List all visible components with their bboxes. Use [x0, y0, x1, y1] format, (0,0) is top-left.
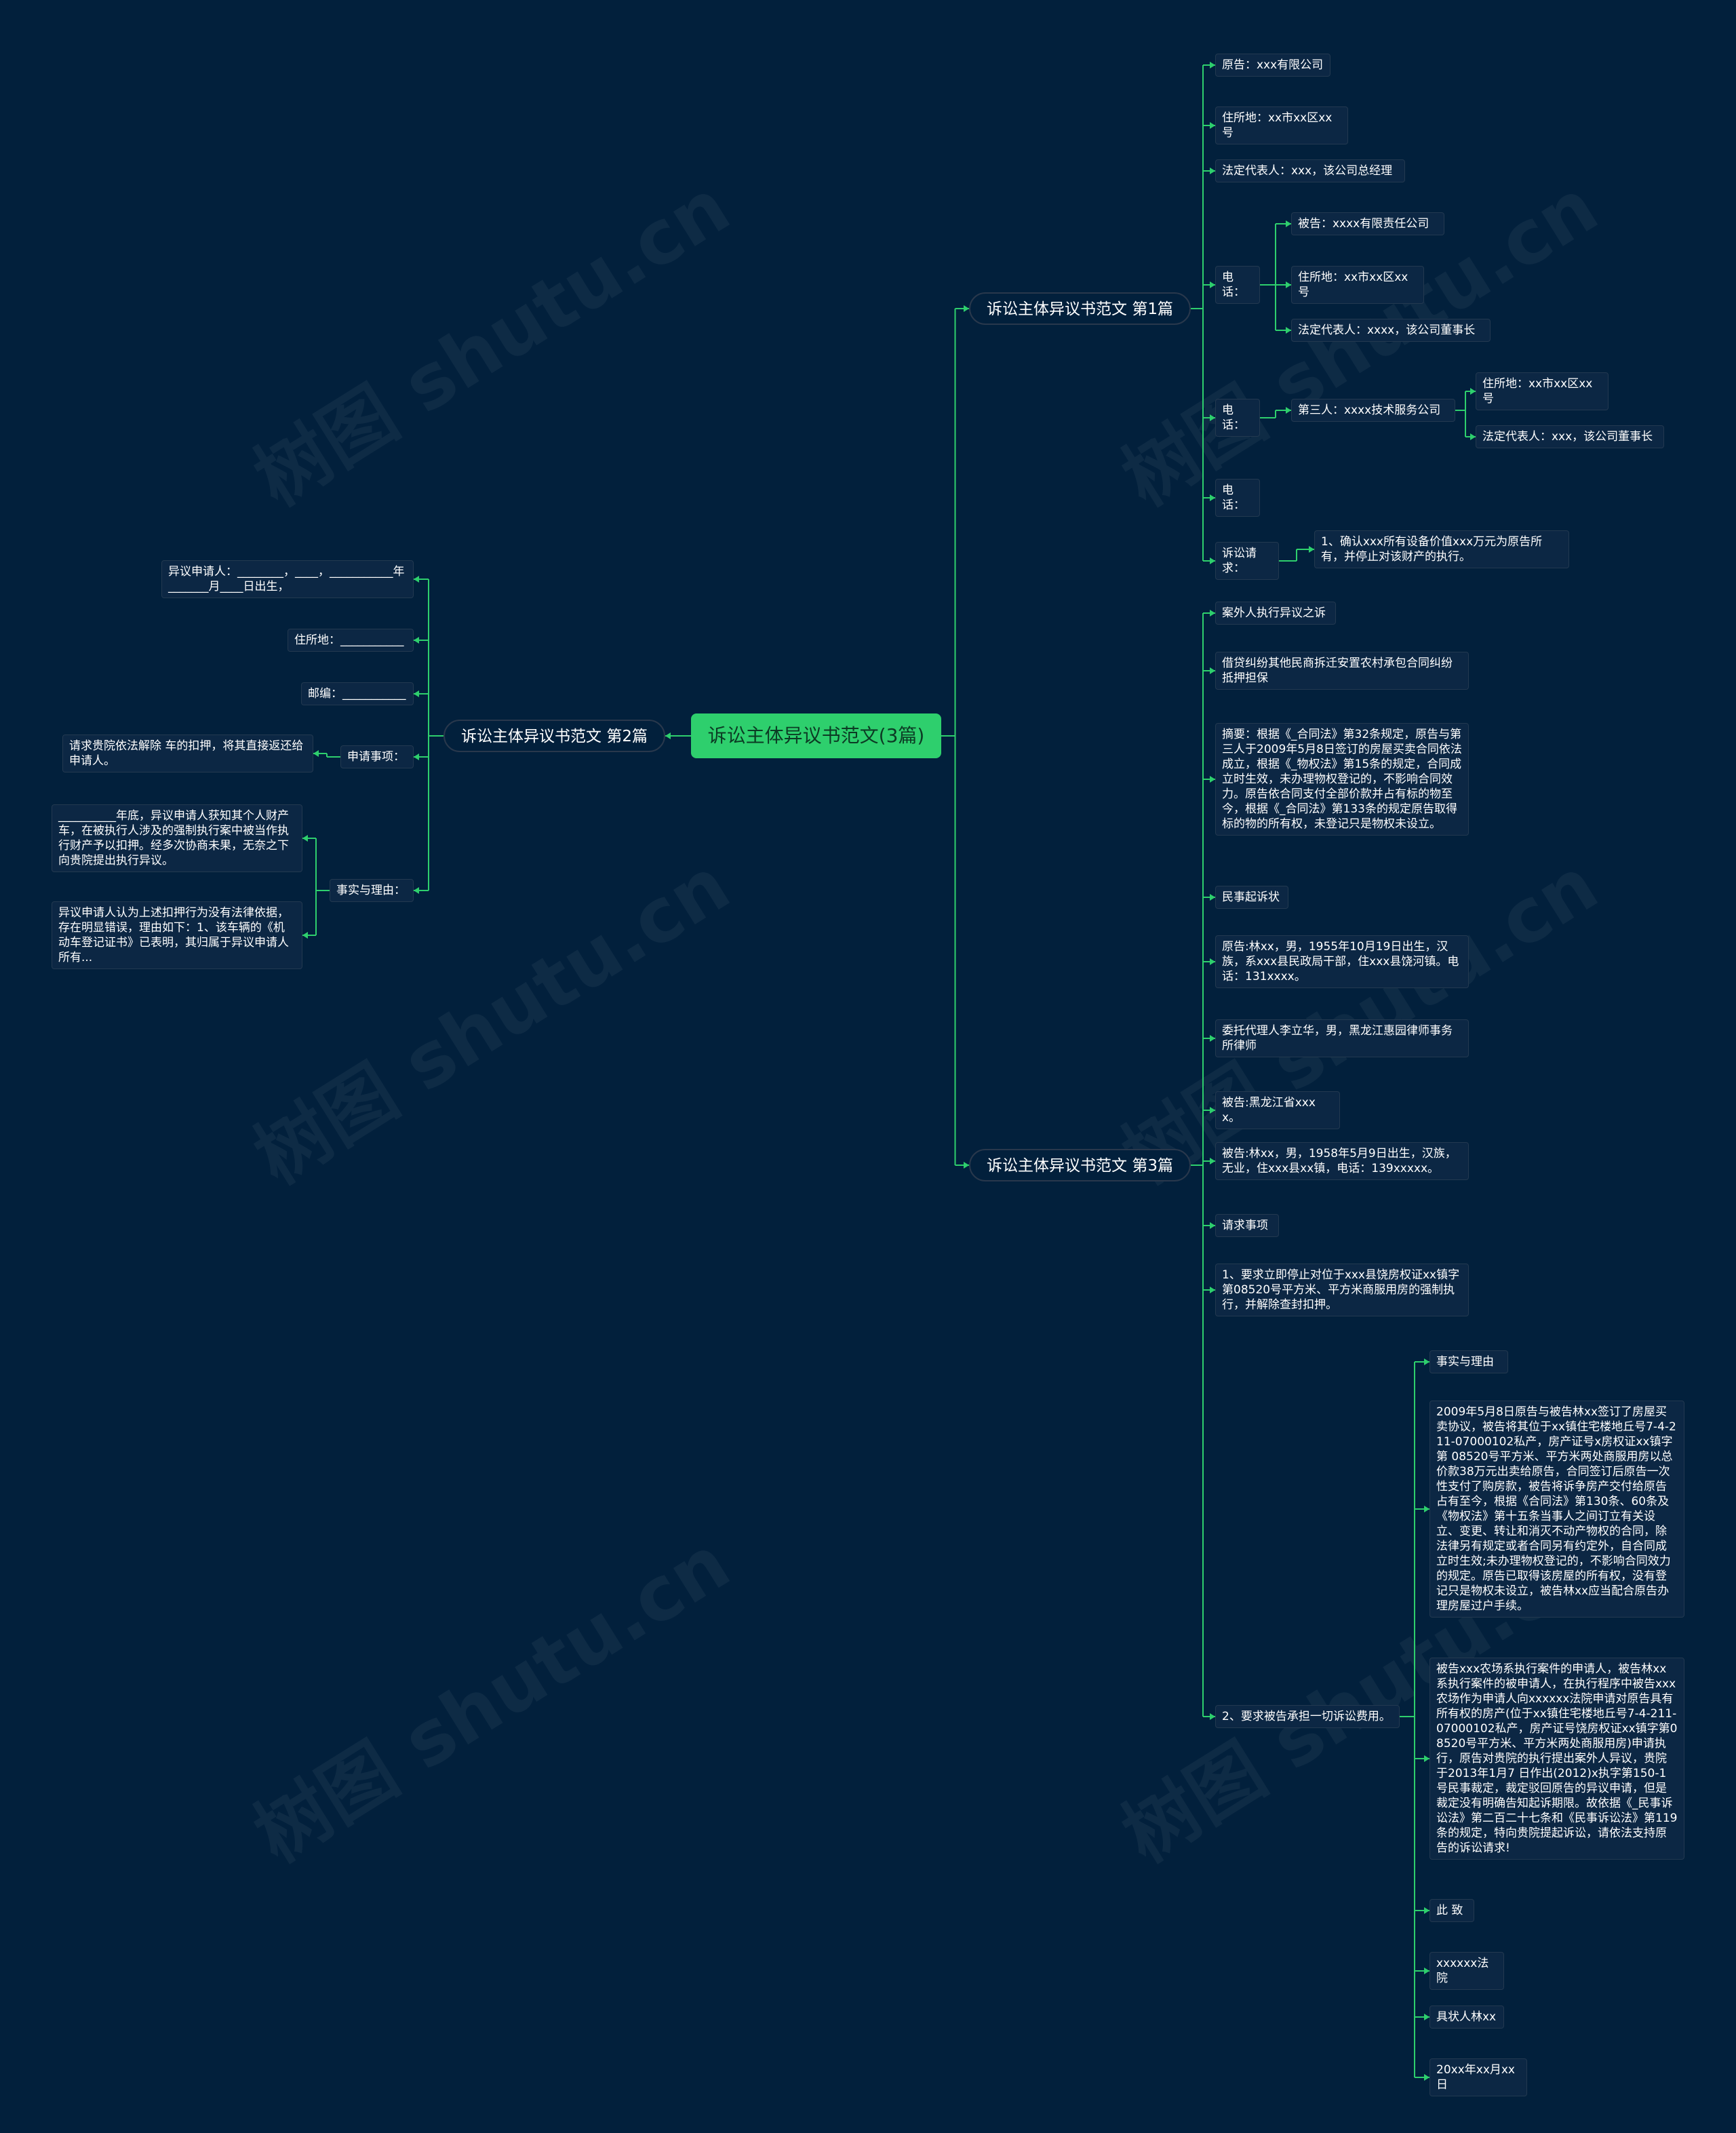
connector-arrow — [1424, 1755, 1429, 1762]
connector-arrow — [1210, 1287, 1215, 1293]
b1-phone-2[interactable]: 电话： — [1215, 399, 1260, 437]
b3-sub-item[interactable]: 2009年5月8日原告与被告林xx签订了房屋买卖协议，被告将其位于xx镇住宅楼地… — [1429, 1401, 1684, 1618]
b3-item[interactable]: 案外人执行异议之诉 — [1215, 602, 1336, 625]
connector-arrow — [1210, 958, 1215, 965]
connector-arrow — [964, 1162, 969, 1169]
b2-facts-detail-2[interactable]: 异议申请人认为上述扣押行为没有法律依据，存在明显错误，理由如下：1、该车辆的《机… — [52, 901, 302, 969]
connector-arrow — [1424, 2074, 1429, 2081]
connector-arrow — [1210, 1158, 1215, 1165]
connector-arrow — [1424, 1907, 1429, 1914]
b1-defendant-legal-rep[interactable]: 法定代表人：xxxx，该公司董事长 — [1291, 319, 1491, 342]
b3-sub-item[interactable]: 被告xxx农场系执行案件的申请人，被告林xx系执行案件的被申请人，在执行程序中被… — [1429, 1658, 1684, 1860]
b1-legal-rep[interactable]: 法定代表人：xxx，该公司总经理 — [1215, 159, 1405, 182]
connector-arrow — [1424, 1968, 1429, 1974]
b3-sub-item[interactable]: 具状人林xx — [1429, 2005, 1504, 2029]
connector-arrow — [313, 750, 319, 757]
connector-arrow — [1210, 610, 1215, 617]
b3-item[interactable]: 委托代理人李立华，男，黑龙江惠园律师事务所律师 — [1215, 1019, 1469, 1057]
b2-request[interactable]: 申请事项： — [340, 745, 414, 768]
connector-arrow — [1424, 1506, 1429, 1512]
connector-arrow — [1210, 168, 1215, 174]
b3-item[interactable]: 被告:黑龙江省xxxx。 — [1215, 1091, 1340, 1129]
connector-arrow — [1210, 1035, 1215, 1042]
connector-arrow — [1424, 1358, 1429, 1365]
connector-arrow — [1210, 667, 1215, 674]
connector-arrow — [414, 637, 419, 644]
connector-arrow — [1210, 1713, 1215, 1720]
b2-address[interactable]: 住所地：___________ — [288, 629, 414, 652]
branch-2-topic[interactable]: 诉讼主体异议书范文 第2篇 — [443, 720, 665, 752]
b3-item[interactable]: 被告:林xx，男，1958年5月9日出生，汉族，无业，住xxx县xx镇，电话：1… — [1215, 1142, 1469, 1180]
b3-item[interactable]: 1、要求立即停止对位于xxx县饶房权证xx镇字第08520号平方米、平方米商服用… — [1215, 1264, 1469, 1316]
connector-arrow — [1210, 557, 1215, 564]
connector-arrow — [1424, 2014, 1429, 2020]
b2-applicant[interactable]: 异议申请人：________，____，___________年_______月… — [161, 560, 414, 598]
connector-arrow — [1470, 388, 1476, 395]
b2-facts[interactable]: 事实与理由： — [330, 879, 414, 902]
b3-sub-item[interactable]: 20xx年xx月xx日 — [1429, 2058, 1527, 2096]
b3-item[interactable]: 2、要求被告承担一切诉讼费用。 — [1215, 1705, 1400, 1728]
b1-phone-3[interactable]: 电话： — [1215, 479, 1260, 517]
connector-arrow — [665, 732, 671, 739]
b3-sub-item[interactable]: 事实与理由 — [1429, 1350, 1508, 1373]
b1-defendant[interactable]: 被告：xxxx有限责任公司 — [1291, 212, 1444, 235]
connector-arrow — [1210, 1222, 1215, 1229]
connector-arrow — [1286, 407, 1291, 414]
b1-defendant-address[interactable]: 住所地：xx市xx区xx号 — [1291, 266, 1424, 304]
connector-arrow — [1210, 122, 1215, 129]
connector-arrow — [414, 576, 419, 583]
b1-third-party-legal-rep[interactable]: 法定代表人：xxx，该公司董事长 — [1476, 425, 1664, 448]
connector-arrow — [1309, 546, 1314, 553]
branch-1-topic[interactable]: 诉讼主体异议书范文 第1篇 — [969, 292, 1191, 325]
b3-item[interactable]: 民事起诉状 — [1215, 886, 1288, 909]
b1-third-party-address[interactable]: 住所地：xx市xx区xx号 — [1476, 372, 1609, 410]
connector-arrow — [414, 690, 419, 697]
connector-arrow — [1210, 894, 1215, 901]
connector-arrow — [1210, 281, 1215, 288]
b3-item[interactable]: 摘要：根据《_合同法》第32条规定，原告与第三人于2009年5月8日签订的房屋买… — [1215, 723, 1469, 836]
connector-arrow — [1286, 220, 1291, 227]
connector-arrow — [1210, 62, 1215, 69]
connector-arrow — [302, 932, 308, 939]
connector-arrow — [1286, 327, 1291, 334]
b3-item[interactable]: 借贷纠纷其他民商拆迁安置农村承包合同纠纷抵押担保 — [1215, 652, 1469, 690]
branch-3-topic[interactable]: 诉讼主体异议书范文 第3篇 — [969, 1149, 1191, 1181]
connector-arrow — [302, 835, 308, 842]
b3-item[interactable]: 请求事项 — [1215, 1214, 1279, 1237]
connector-arrow — [414, 754, 419, 760]
b3-sub-item[interactable]: xxxxxx法院 — [1429, 1952, 1504, 1990]
connector-arrow — [1210, 494, 1215, 501]
b3-item[interactable]: 原告:林xx，男，1955年10月19日出生，汉族，系xxx县民政局干部，住xx… — [1215, 935, 1469, 988]
root-topic[interactable]: 诉讼主体异议书范文(3篇) — [691, 713, 941, 758]
b2-request-detail[interactable]: 请求贵院依法解除 车的扣押，将其直接返还给申请人。 — [62, 735, 313, 772]
b1-claim-detail[interactable]: 1、确认xxx所有设备价值xxx万元为原告所有，并停止对该财产的执行。 — [1314, 530, 1569, 568]
connector-arrow — [1210, 1107, 1215, 1114]
connector-arrow — [1286, 281, 1291, 288]
connector-arrow — [1210, 414, 1215, 421]
connector-arrow — [1470, 433, 1476, 440]
b1-address[interactable]: 住所地：xx市xx区xx号 — [1215, 106, 1348, 144]
b1-phone-1[interactable]: 电话： — [1215, 266, 1260, 304]
b2-postcode[interactable]: 邮编：___________ — [301, 682, 414, 705]
b2-facts-detail-1[interactable]: __________年底，异议申请人获知其个人财产车，在被执行人涉及的强制执行案… — [52, 804, 302, 872]
b1-third-party[interactable]: 第三人：xxxx技术服务公司 — [1291, 399, 1455, 422]
connector-arrow — [414, 887, 419, 894]
b1-plaintiff[interactable]: 原告：xxx有限公司 — [1215, 54, 1330, 77]
connector-arrow — [1210, 776, 1215, 783]
connector-arrow — [964, 305, 969, 312]
b1-claim[interactable]: 诉讼请求： — [1215, 542, 1279, 580]
b3-sub-item[interactable]: 此 致 — [1429, 1899, 1474, 1922]
